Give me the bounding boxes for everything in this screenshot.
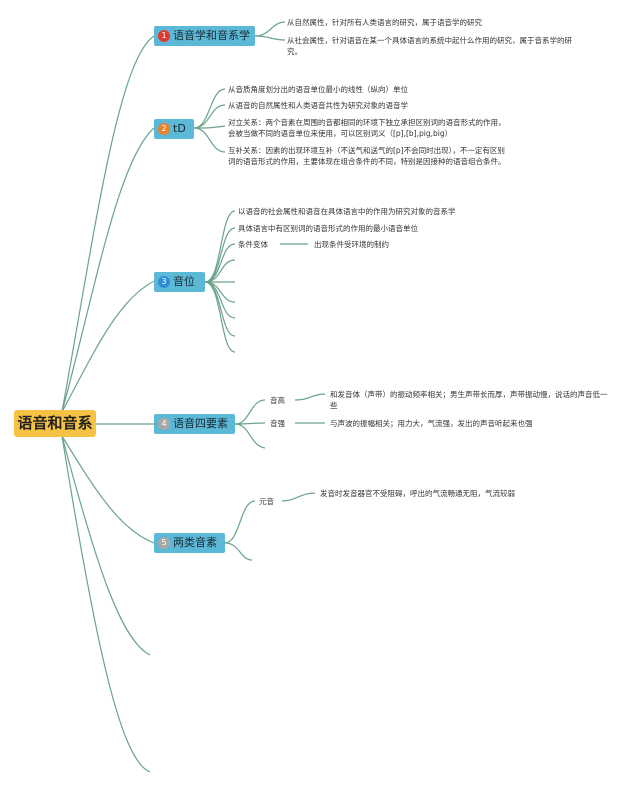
topic-3-leaf-3: 条件变体 xyxy=(238,240,268,249)
topic-5-item-1-label: 元音 xyxy=(259,497,274,506)
topic-4-label: 语音四要素 xyxy=(173,417,228,430)
topic-4-item-2-label: 音强 xyxy=(270,419,285,428)
link-t2-l2 xyxy=(193,104,226,129)
link-t1-l2 xyxy=(254,35,286,41)
link-t4-d1 xyxy=(294,393,326,401)
link-t3-e6 xyxy=(204,281,236,353)
topic-5-label: 两类音素 xyxy=(173,536,217,549)
link-t2-l1 xyxy=(193,88,226,129)
topic-3-sub-leaf: 出现条件受环境的制约 xyxy=(314,240,389,249)
topic-3-leaf-2: 具体语言中有区别词的语音形式的作用的最小语音单位 xyxy=(238,224,418,233)
link-t4-e1 xyxy=(234,423,266,449)
topic-3-number-badge: 3 xyxy=(158,276,170,288)
topic-5-item-1-desc: 发音时发音器官不受阻碍，呼出的气流畅通无阻，气流较弱 xyxy=(320,489,515,498)
link-t4-i1 xyxy=(234,399,266,425)
topic-2-leaf-1: 从音质角度划分出的语音单位最小的线性（纵向）单位 xyxy=(228,85,408,94)
topic-2-leaf-3: 对立关系：两个音素在周围的音都相同的环境下独立承担区别词的语音形式的作用，会被当… xyxy=(228,118,506,138)
topic-5-number-badge: 5 xyxy=(158,537,170,549)
branch-empty-1 xyxy=(61,435,151,656)
link-t5-d1 xyxy=(281,492,316,502)
topic-3-leaf-1: 以语音的社会属性和语音在具体语言中的作用为研究对象的音系学 xyxy=(238,207,456,216)
link-t5-e1 xyxy=(224,542,253,561)
topic-1-leaf-2: 从社会属性，针对语音在某一个具体语言的系统中起什么作用的研究，属于音系学的研究。 xyxy=(287,36,572,56)
root-node[interactable]: 语音和音系 xyxy=(14,410,96,437)
topic-1-label: 语音学和音系学 xyxy=(173,29,250,42)
topic-2-number-badge: 2 xyxy=(158,123,170,135)
topic-4-item-2-desc: 与声波的振幅相关；用力大，气流强，发出的声音听起来也强 xyxy=(330,419,533,428)
link-t3-l2 xyxy=(204,227,236,283)
topic-4-item-1-desc: 和发音体（声带）的振动频率相关；男生声带长而厚，声带振动慢，说话的声音低一些 xyxy=(330,390,608,410)
topic-1-number-badge: 1 xyxy=(158,30,170,42)
topic-4-number-badge: 4 xyxy=(158,418,170,430)
topic-3-label: 音位 xyxy=(173,275,195,288)
link-t1-l1 xyxy=(254,21,286,37)
branch-topic-1 xyxy=(61,35,155,413)
branch-topic-2 xyxy=(61,127,155,413)
topic-1-leaf-1: 从自然属性，针对所有人类语言的研究，属于语音学的研究 xyxy=(287,18,482,27)
link-t5-i1 xyxy=(224,500,256,544)
topic-2-label: tD xyxy=(173,122,186,135)
link-t3-e1 xyxy=(204,259,236,283)
branch-empty-2 xyxy=(61,435,151,773)
link-t2-l4 xyxy=(193,127,226,153)
topic-2-leaf-4: 互补关系：因素的出现环境互补（不送气和送气的[p]不会同时出现），不一定有区别词… xyxy=(228,146,506,166)
topic-4-item-1-label: 音高 xyxy=(270,396,285,405)
branch-topic-3 xyxy=(61,280,155,413)
branch-topic-5 xyxy=(61,435,155,544)
topic-2-leaf-2: 从语音的自然属性和人类语音共性为研究对象的语音学 xyxy=(228,101,408,110)
